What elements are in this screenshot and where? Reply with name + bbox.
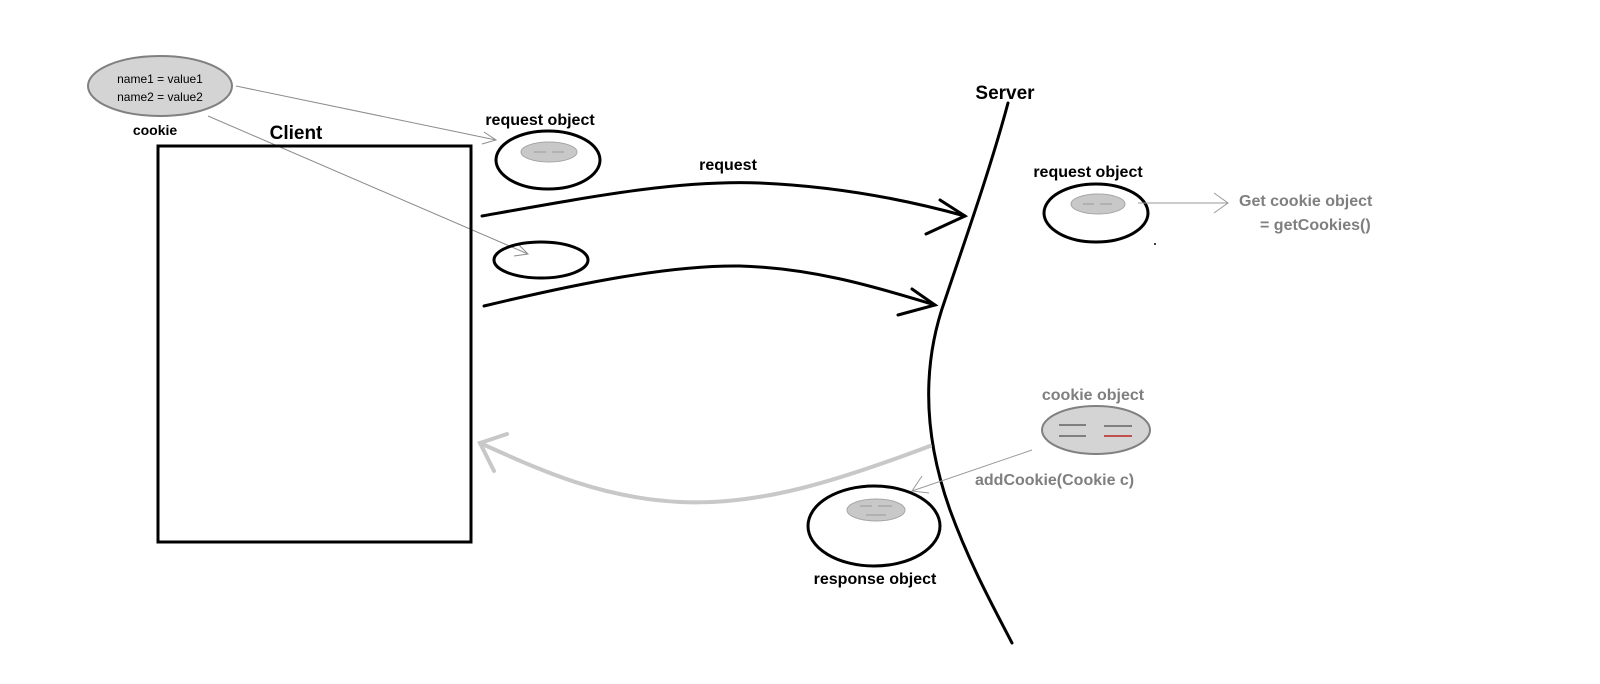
server-boundary-line <box>927 101 1014 645</box>
stray-dot <box>1154 243 1156 245</box>
client-empty-oval <box>492 240 590 280</box>
server-request-object-oval <box>1042 182 1150 244</box>
server-label: Server <box>975 83 1035 104</box>
server-request-object-label: request object <box>1033 164 1143 181</box>
cookie-caption: cookie <box>133 122 178 138</box>
add-cookie-label: addCookie(Cookie c) <box>975 472 1134 489</box>
client-box <box>156 144 473 544</box>
request-label: request <box>699 157 757 174</box>
client-request-object-label: request object <box>485 112 595 129</box>
cookie-object-oval <box>1041 405 1151 455</box>
client-request-object-oval <box>494 129 602 191</box>
cookie-object-label: cookie object <box>1042 387 1145 404</box>
cookie-entry-1: name1 = value1 <box>117 72 203 86</box>
response-object-oval <box>806 484 942 568</box>
get-cookie-text-1: Get cookie object <box>1239 193 1373 210</box>
get-cookie-arrow <box>1138 192 1229 214</box>
get-cookie-text-2: = getCookies() <box>1260 217 1371 234</box>
add-cookie-arrow <box>911 449 1033 494</box>
request-arrow-1 <box>480 181 969 236</box>
request-arrow-2 <box>482 264 939 317</box>
cookie-oval: name1 = value1 name2 = value2 <box>87 55 233 117</box>
cookie-pointer-lines <box>207 85 530 257</box>
client-label: Client <box>270 123 323 144</box>
response-object-label: response object <box>814 571 937 588</box>
cookie-entry-2: name2 = value2 <box>117 90 203 104</box>
response-arrow <box>477 432 932 505</box>
